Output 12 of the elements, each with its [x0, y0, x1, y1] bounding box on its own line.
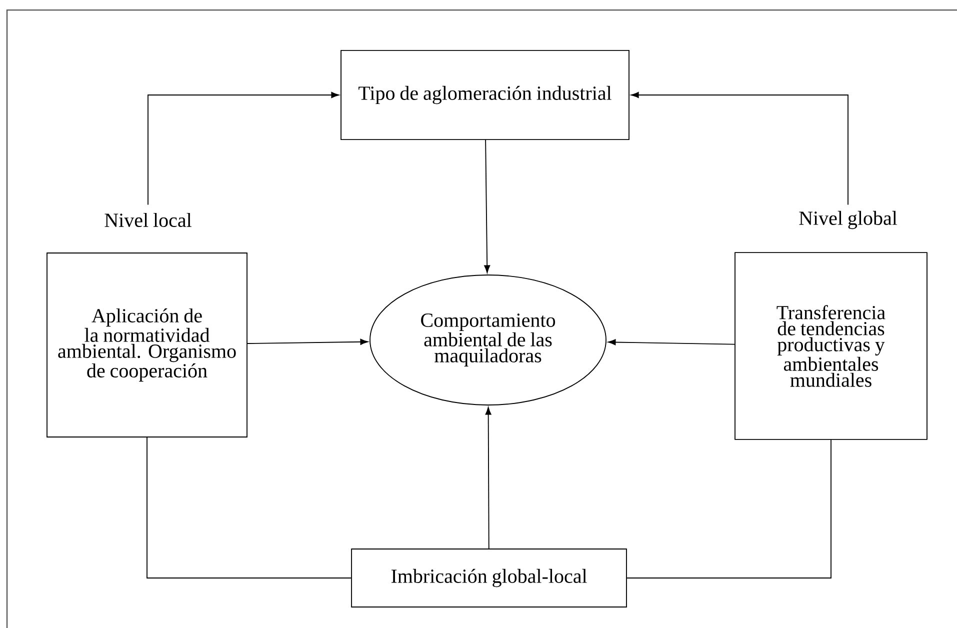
process-box: Transferencia de tendencias productivas y ambientales mundiales — [734, 252, 928, 440]
arrow — [247, 338, 368, 345]
process-box: Imbricación global-local — [351, 548, 627, 608]
arrow — [485, 407, 492, 549]
arrow — [608, 339, 735, 346]
process-box: Tipo de aglomeración industrial — [340, 50, 630, 140]
arrow — [484, 140, 490, 273]
arrow — [631, 92, 848, 206]
arrow — [148, 92, 339, 206]
process-box: Aplicación de la normatividad ambiental. Organismo de cooperación — [46, 252, 248, 438]
level-label: Nivel local — [104, 212, 192, 228]
level-label: Nivel global — [799, 210, 898, 230]
